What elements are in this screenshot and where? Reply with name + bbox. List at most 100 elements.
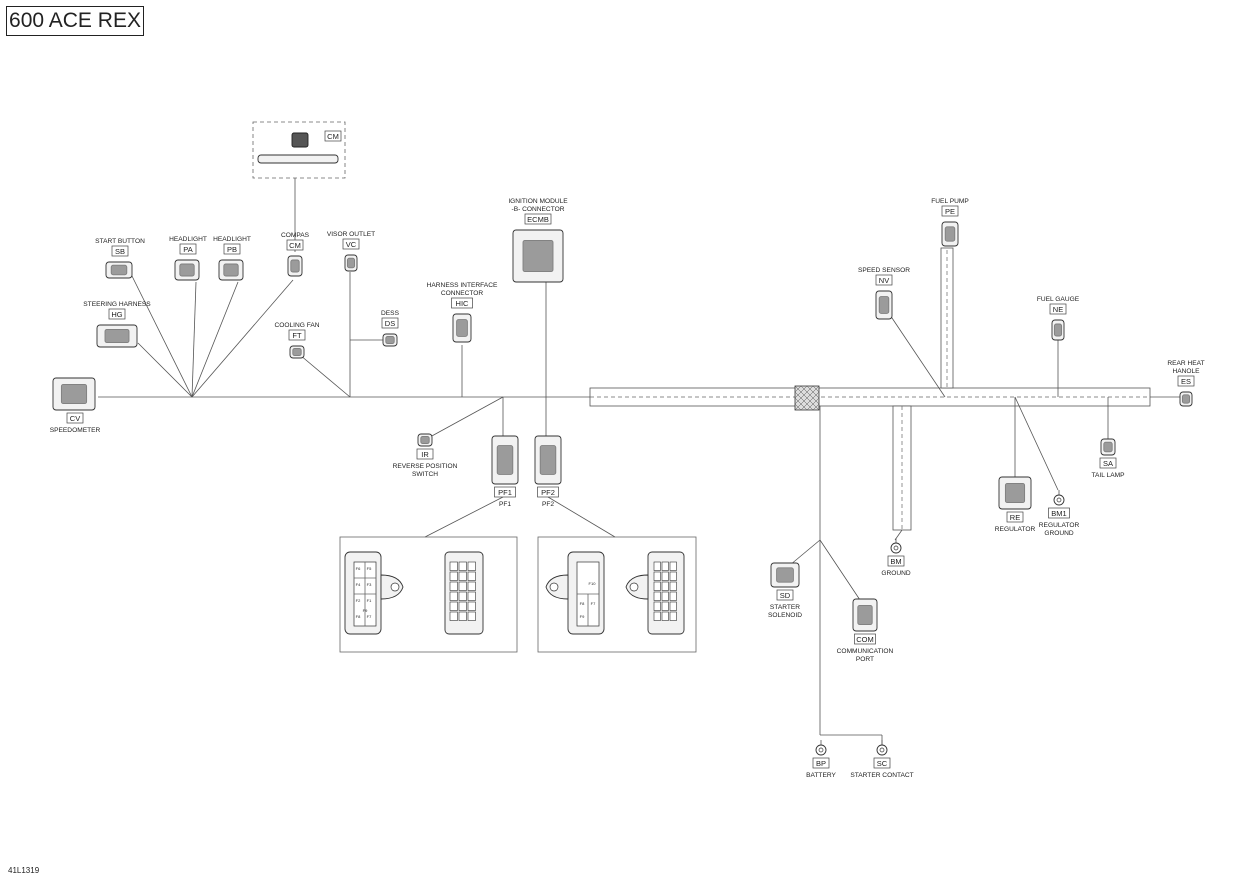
component-label: HARNESS INTERFACE xyxy=(427,282,498,289)
pin-cell xyxy=(661,591,669,601)
component-code: PB xyxy=(227,245,237,254)
component-code: SD xyxy=(780,591,791,600)
plug-connector-icon xyxy=(105,261,133,279)
component-code: BM xyxy=(890,557,901,566)
component-label: COOLING FAN xyxy=(274,322,319,329)
component-label: SWITCH xyxy=(412,471,438,478)
component-code: PF2 xyxy=(541,488,555,497)
pin-label: F5 xyxy=(367,566,372,571)
component-code: FT xyxy=(292,331,302,340)
component-label: REVERSE POSITION xyxy=(393,463,458,470)
component-code: SB xyxy=(115,247,125,256)
component-code: HG xyxy=(111,310,122,319)
component-label: COMMUNICATION xyxy=(837,648,894,655)
component-code: ECMB xyxy=(527,215,549,224)
component-code: SC xyxy=(877,759,888,768)
pin-cell xyxy=(669,561,677,571)
component-label: HANOLE xyxy=(1172,368,1200,375)
component-code: SA xyxy=(1103,459,1113,468)
pin-cell xyxy=(467,571,476,581)
plug-connector-icon xyxy=(174,259,200,281)
component-code: PF1 xyxy=(498,488,512,497)
component-label: FUEL PUMP xyxy=(931,198,969,205)
component-label: GROUND xyxy=(881,570,911,577)
plug-connector-icon xyxy=(941,221,959,247)
pin-cell xyxy=(661,561,669,571)
plug-connector-icon xyxy=(417,433,433,447)
gauge-connector-icon xyxy=(52,377,96,411)
round-connector-icon xyxy=(852,598,878,632)
pin-label: F7 xyxy=(591,601,596,606)
diagram-title: 600 ACE REX xyxy=(6,6,144,36)
component-label: STARTER xyxy=(770,604,800,611)
component-label: DESS xyxy=(381,310,400,317)
component-label: BATTERY xyxy=(806,772,836,779)
plug-connector-icon xyxy=(289,345,305,359)
component-label: PORT xyxy=(856,656,874,663)
component-code: PA xyxy=(183,245,192,254)
component-label: SPEED SENSOR xyxy=(858,267,910,274)
component-code: COM xyxy=(856,635,874,644)
pin-label: F4 xyxy=(356,582,361,587)
pin-cell xyxy=(653,581,661,591)
pin-cell xyxy=(669,601,677,611)
component-cooling-fan: FT COOLING FAN xyxy=(274,322,320,359)
component-label: IGNITION MODULE xyxy=(508,198,568,205)
component-label: HEADLIGHT xyxy=(213,236,251,243)
pin-cell xyxy=(669,591,677,601)
plug-connector-icon xyxy=(1100,438,1116,456)
pin-cell xyxy=(661,571,669,581)
component-code: BM1 xyxy=(1051,509,1066,518)
component-label: PF1 xyxy=(499,501,511,508)
ring-terminal-icon xyxy=(815,740,827,756)
component-label: PF2 xyxy=(542,501,554,508)
pin-cell xyxy=(653,611,661,621)
pin-cell xyxy=(458,601,467,611)
plug-connector-icon xyxy=(344,254,358,272)
pin-cell xyxy=(467,591,476,601)
pin-label: F6 xyxy=(356,566,361,571)
harness-sheath xyxy=(589,247,1151,531)
multipin-connector-icon xyxy=(96,324,138,348)
pin-label: F3 xyxy=(367,582,372,587)
component-ground: BM GROUND xyxy=(881,538,911,577)
component-headlight-b: PB HEADLIGHT xyxy=(213,236,251,281)
pin-cell xyxy=(653,601,661,611)
pin-label: F10 xyxy=(589,581,597,586)
component-label: SOLENOID xyxy=(768,612,802,619)
document-reference: 41L1319 xyxy=(8,866,40,875)
compas-inset-code: CM xyxy=(327,132,339,141)
pin-cell xyxy=(458,571,467,581)
pin-cell xyxy=(458,561,467,571)
component-headlight-a: PA HEADLIGHT xyxy=(169,236,207,281)
pin-cell xyxy=(653,591,661,601)
component-code: NV xyxy=(879,276,889,285)
component-label: FUEL GAUGE xyxy=(1037,296,1080,303)
component-code: CM xyxy=(289,241,301,250)
pin-cell xyxy=(467,611,476,621)
pin-label: F1 xyxy=(367,598,372,603)
component-label: HEADLIGHT xyxy=(169,236,207,243)
ring-terminal-icon xyxy=(876,740,888,756)
pin-label: F7 xyxy=(367,614,372,619)
component-label: REGULATOR xyxy=(1039,522,1080,529)
pin-cell xyxy=(653,571,661,581)
pin-cell xyxy=(449,591,458,601)
ring-terminal-icon xyxy=(890,538,902,554)
plug-connector-icon xyxy=(218,259,244,281)
